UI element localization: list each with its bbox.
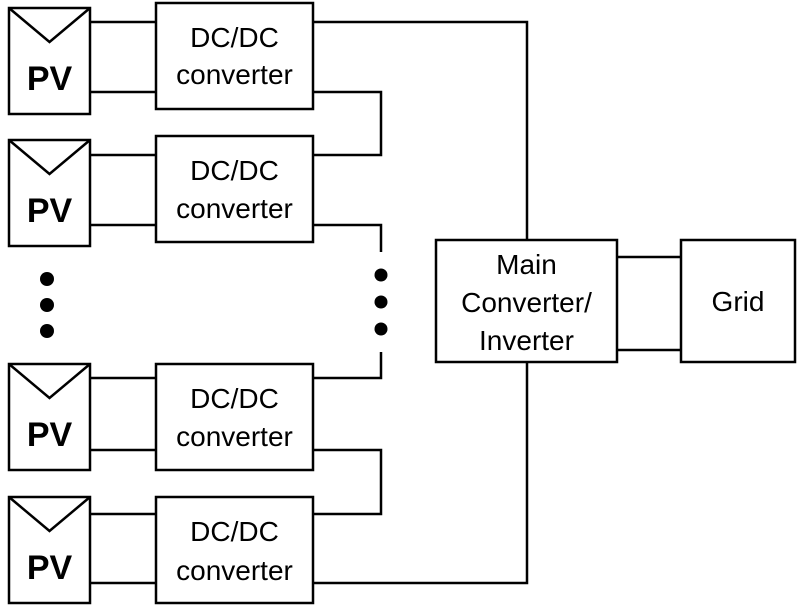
pv-module: PV: [7, 495, 92, 605]
wire-conv2-continuation: [313, 223, 383, 252]
wire-conv1-main-top: [313, 20, 529, 240]
dcdc-converter: DC/DC converter: [154, 362, 315, 472]
converter-label-line2: converter: [176, 193, 293, 224]
wire-conv4-main-bottom: [313, 362, 529, 585]
pv-symbol-icon: [8, 139, 91, 176]
wiring: [90, 20, 681, 585]
wire-series-1-2: [313, 90, 383, 157]
ellipsis-right-icon: [374, 268, 388, 336]
dcdc-converter: DC/DC converter: [154, 1, 315, 111]
converter-box: [154, 495, 315, 605]
pv-label: PV: [27, 60, 73, 98]
grid: Grid: [679, 238, 797, 364]
pv-box: [7, 362, 92, 472]
grid-label: Grid: [712, 286, 765, 317]
main-converter-box: [434, 238, 619, 364]
pv-label: PV: [27, 416, 73, 454]
main-converter-line3: Inverter: [479, 325, 574, 356]
pv-label: PV: [27, 192, 73, 230]
grid-box: [679, 238, 797, 364]
pv-symbol-icon: [8, 7, 91, 44]
converter-label-line2: converter: [176, 555, 293, 586]
main-converter: Main Converter/ Inverter: [434, 238, 619, 364]
converter-label-line1: DC/DC: [190, 383, 279, 414]
converter-label-line1: DC/DC: [190, 155, 279, 186]
ellipsis-left-icon: [40, 272, 54, 338]
pv-symbol-icon: [8, 496, 91, 533]
pv-label: PV: [27, 549, 73, 587]
converter-label-line1: DC/DC: [190, 22, 279, 53]
pv-module: PV: [7, 138, 92, 248]
pv-module: PV: [7, 6, 92, 116]
pv-module: PV: [7, 362, 92, 472]
converter-label-line2: converter: [176, 421, 293, 452]
converter-label-line1: DC/DC: [190, 516, 279, 547]
main-converter-line2: Converter/: [461, 287, 592, 318]
wire-conv3-continuation: [313, 352, 383, 380]
main-converter-line1: Main: [496, 249, 557, 280]
converter-label-line2: converter: [176, 59, 293, 90]
pv-symbol-icon: [8, 363, 91, 400]
wire-series-3-4: [313, 448, 383, 516]
converter-box: [154, 134, 315, 244]
converter-box: [154, 362, 315, 472]
pv-box: [7, 6, 92, 116]
pv-box: [7, 495, 92, 605]
dcdc-converter: DC/DC converter: [154, 134, 315, 244]
converter-box: [154, 1, 315, 111]
pv-box: [7, 138, 92, 248]
dcdc-converter: DC/DC converter: [154, 495, 315, 605]
